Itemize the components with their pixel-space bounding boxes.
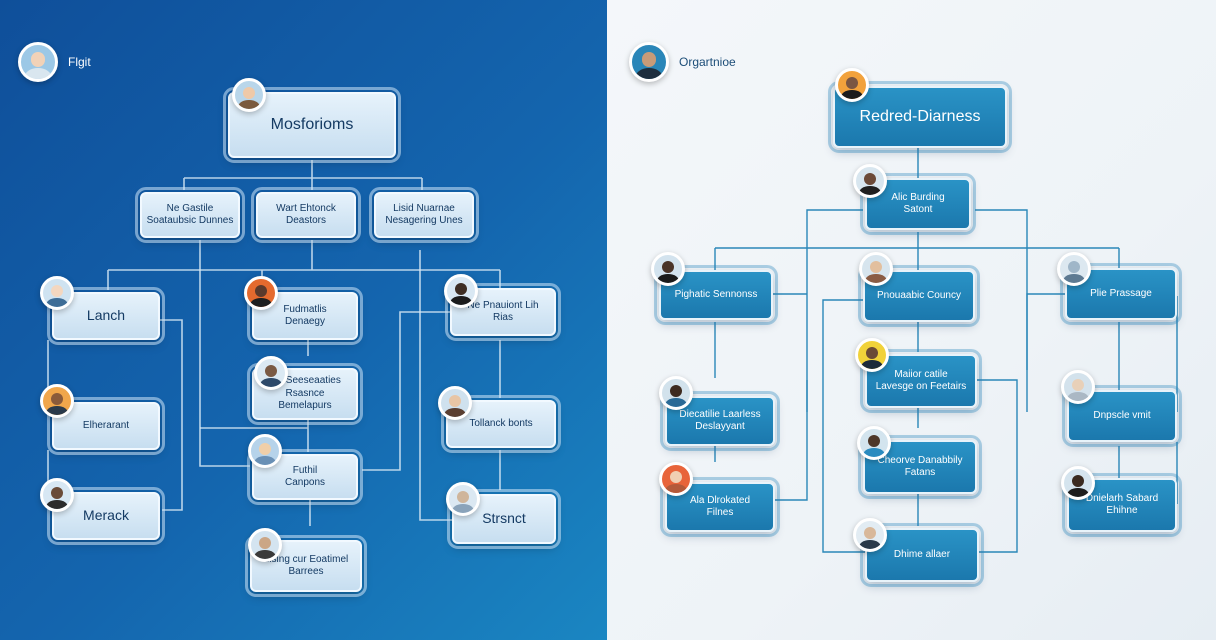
- node-p3[interactable]: Dnielarh Sabard Ehihne: [1061, 466, 1182, 537]
- node-c2[interactable]: Thi Seeseaaties Rsasnce Bemelapurs: [247, 356, 363, 425]
- person-avatar: [1061, 466, 1095, 500]
- brand-name: Orgartnioe: [679, 55, 736, 69]
- node-label: Merack: [83, 507, 129, 524]
- node-label: Lanch: [86, 307, 126, 324]
- person-avatar: [248, 528, 282, 562]
- person-avatar: [40, 276, 74, 310]
- node-label: Dnpscle vmit: [1093, 409, 1151, 421]
- node-m4[interactable]: Dhime allaer: [853, 518, 984, 587]
- node-l3[interactable]: Ala Dlrokated Filnes: [659, 462, 780, 537]
- node-b1[interactable]: Lanch: [40, 276, 165, 345]
- node-label: Lisid Nuarnae Nesagering Unes: [385, 202, 463, 227]
- person-avatar: [857, 426, 891, 460]
- node-p2[interactable]: Dnpscle vmit: [1061, 370, 1182, 447]
- node-label: Futhil Canpons: [284, 464, 326, 489]
- node-root[interactable]: Redred-Diarness: [828, 68, 1012, 153]
- node-b3[interactable]: Merack: [40, 478, 165, 545]
- node-label: Cheorve Danabbily Fatans: [877, 454, 963, 479]
- node-l2[interactable]: Diecatilie Laarless Deslayyant: [659, 376, 780, 451]
- node-a1[interactable]: Ne Gastile Soataubsic Dunnes: [135, 187, 245, 243]
- node-label: Maiior catile Lavesge on Feetairs: [875, 368, 967, 393]
- person-avatar: [855, 338, 889, 372]
- right-org-chart-panel: Orgartnioe Redred-Diarness Alic Burding …: [607, 0, 1216, 640]
- node-label: Diecatilie Laarless Deslayyant: [679, 408, 761, 433]
- person-avatar: [248, 434, 282, 468]
- node-label: Dnielarh Sabard Ehihne: [1085, 492, 1159, 517]
- node-d1[interactable]: Ne Pnauiont Lih Rias: [444, 274, 561, 341]
- brand-name: Flgit: [68, 55, 91, 69]
- node-label: Ne Gastile Soataubsic Dunnes: [146, 202, 234, 227]
- node-d2[interactable]: Tollanck bonts: [438, 386, 561, 453]
- brand-avatar: [18, 42, 58, 82]
- brand-avatar: [629, 42, 669, 82]
- node-a2[interactable]: Wart Ehtonck Deastors: [251, 187, 361, 243]
- node-label: Fudmatlis Denaegy: [283, 303, 327, 328]
- node-label: Pighatic Sennonss: [674, 288, 758, 300]
- node-p1[interactable]: Plie Prassage: [1057, 252, 1182, 325]
- person-avatar: [446, 482, 480, 516]
- person-avatar: [859, 252, 893, 286]
- node-label: Pnouaabic Councy: [877, 289, 961, 301]
- node-label: Redred-Diarness: [859, 108, 981, 125]
- node-m3[interactable]: Cheorve Danabbily Fatans: [857, 426, 982, 499]
- node-a3[interactable]: Lisid Nuarnae Nesagering Unes: [369, 187, 479, 243]
- node-m2[interactable]: Maiior catile Lavesge on Feetairs: [855, 338, 982, 413]
- person-avatar: [659, 376, 693, 410]
- person-avatar: [444, 274, 478, 308]
- node-b2[interactable]: Elherarant: [40, 384, 165, 455]
- node-label: Ne Pnauiont Lih Rias: [467, 299, 539, 324]
- person-avatar: [254, 356, 288, 390]
- person-avatar: [438, 386, 472, 420]
- node-label: Lising cur Eoatimel Barrees: [263, 553, 349, 578]
- person-avatar: [853, 518, 887, 552]
- node-label: Ala Dlrokated Filnes: [689, 494, 751, 519]
- person-avatar: [835, 68, 869, 102]
- node-r1[interactable]: Alic Burding Satont: [853, 164, 976, 235]
- person-avatar: [40, 384, 74, 418]
- person-avatar: [1057, 252, 1091, 286]
- node-c4[interactable]: Lising cur Eoatimel Barrees: [245, 528, 367, 597]
- node-label: Dhime allaer: [893, 548, 951, 560]
- node-label: Mosforioms: [270, 116, 354, 133]
- node-l1[interactable]: Pighatic Sennonss: [651, 252, 778, 325]
- node-root[interactable]: Mosforioms: [223, 78, 401, 163]
- node-label: Plie Prassage: [1090, 287, 1152, 299]
- node-label: Wart Ehtonck Deastors: [276, 202, 336, 227]
- left-brand: Flgit: [18, 42, 91, 82]
- person-avatar: [244, 276, 278, 310]
- right-brand: Orgartnioe: [629, 42, 736, 82]
- person-avatar: [651, 252, 685, 286]
- node-label: Tollanck bonts: [469, 417, 533, 429]
- node-c1[interactable]: Fudmatlis Denaegy: [244, 276, 363, 345]
- node-d3[interactable]: Strsnct: [446, 482, 561, 549]
- person-avatar: [232, 78, 266, 112]
- node-c3[interactable]: Futhil Canpons: [247, 434, 363, 505]
- person-avatar: [40, 478, 74, 512]
- left-org-chart-panel: Flgit Mosforioms Ne Gastile Soataubsic D…: [0, 0, 607, 640]
- node-label: Alic Burding Satont: [891, 191, 945, 216]
- node-m1[interactable]: Pnouaabic Councy: [858, 252, 980, 327]
- person-avatar: [659, 462, 693, 496]
- person-avatar: [853, 164, 887, 198]
- node-label: Strsnct: [482, 510, 526, 527]
- node-label: Elherarant: [82, 419, 130, 431]
- person-avatar: [1061, 370, 1095, 404]
